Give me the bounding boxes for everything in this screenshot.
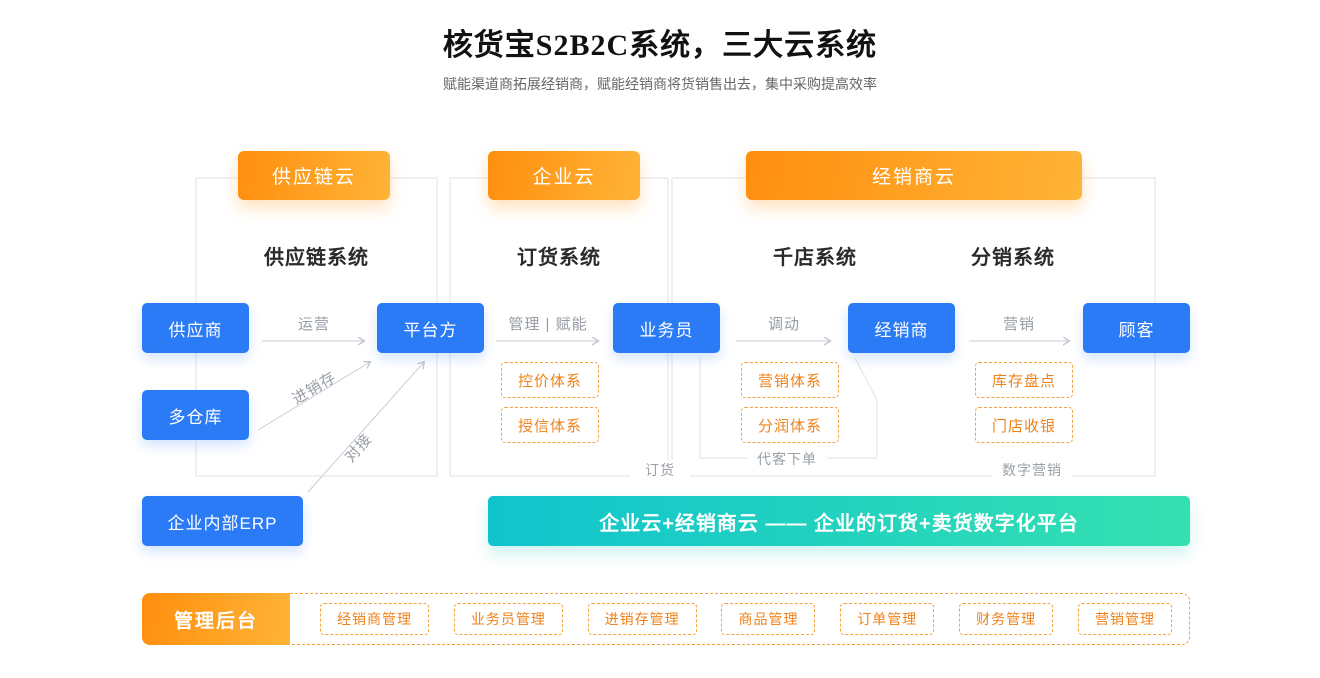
node-warehouse: 多仓库 — [142, 390, 249, 440]
page-title: 核货宝S2B2C系统，三大云系统 — [442, 29, 878, 62]
module-salesman-management: 业务员管理 — [453, 603, 563, 635]
system-title-thousand-store: 千店系统 — [773, 247, 857, 269]
system-title-ordering: 订货系统 — [517, 247, 601, 269]
module-finance-management: 财务管理 — [959, 603, 1054, 635]
platform-banner: 企业云+经销商云 —— 企业的订货+卖货数字化平台 — [488, 496, 1190, 546]
node-salesman: 业务员 — [613, 303, 720, 353]
system-title-distribution: 分销系统 — [971, 247, 1055, 269]
footnote-digital-marketing: 数字营销 — [992, 460, 1072, 480]
flow-label-manage: 管理 | 赋能 — [508, 316, 588, 333]
module-distributor-management: 经销商管理 — [320, 603, 429, 635]
page-subtitle: 赋能渠道商拓展经销商，赋能经销商将货销售出去，集中采购提高效率 — [443, 76, 877, 92]
capability-price-control: 控价体系 — [501, 362, 599, 398]
cloud-badge-supply-chain: 供应链云 — [238, 151, 390, 200]
module-inventory-management: 进销存管理 — [587, 603, 697, 635]
node-erp: 企业内部ERP — [142, 496, 303, 546]
cloud-badge-distributor: 经销商云 — [746, 151, 1082, 200]
admin-modules: 经销商管理 业务员管理 进销存管理 商品管理 订单管理 财务管理 营销管理 — [320, 603, 1172, 635]
capability-inventory-check: 库存盘点 — [975, 362, 1073, 398]
capability-profit-sharing: 分润体系 — [741, 407, 839, 443]
flow-label-mobilize: 调动 — [767, 316, 800, 333]
system-title-supply-chain: 供应链系统 — [264, 247, 369, 269]
module-order-management: 订单管理 — [840, 603, 935, 635]
module-marketing-management: 营销管理 — [1077, 603, 1172, 635]
capability-marketing-system: 营销体系 — [741, 362, 839, 398]
footnote-ordering: 订货 — [630, 460, 690, 480]
admin-panel-label: 管理后台 — [142, 593, 290, 645]
node-customer: 顾客 — [1083, 303, 1190, 353]
capability-credit-system: 授信体系 — [501, 407, 599, 443]
flow-label-operation: 运营 — [297, 316, 330, 333]
node-platform: 平台方 — [377, 303, 484, 353]
cloud-badge-enterprise: 企业云 — [488, 151, 640, 200]
node-supplier: 供应商 — [142, 303, 249, 353]
module-product-management: 商品管理 — [721, 603, 816, 635]
footnote-proxy-order: 代客下单 — [747, 449, 827, 469]
capability-store-cashier: 门店收银 — [975, 407, 1073, 443]
flow-label-marketing: 营销 — [1002, 316, 1035, 333]
node-distributor: 经销商 — [848, 303, 955, 353]
